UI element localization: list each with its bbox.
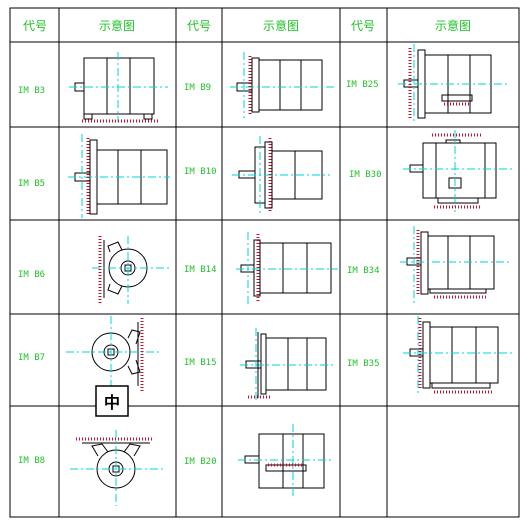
header-diagram-1: 示意图 — [99, 18, 135, 33]
diagram-im-b25 — [398, 44, 510, 124]
diagram-im-b9 — [230, 52, 336, 118]
code-label: IM B14 — [184, 265, 217, 275]
code-label: IM B15 — [184, 358, 217, 368]
center-mark-label: 中 — [104, 393, 120, 412]
diagram-im-b3 — [69, 52, 168, 123]
code-label: IM B30 — [349, 170, 382, 180]
diagram-im-b34 — [400, 226, 512, 304]
header-diagram-3: 示意图 — [435, 18, 471, 33]
header-diagram-2: 示意图 — [263, 18, 299, 33]
header-code-3: 代号 — [351, 19, 375, 33]
diagram-im-b6 — [92, 236, 172, 305]
code-label: IM B20 — [184, 457, 217, 467]
diagram-im-b35 — [403, 316, 512, 396]
diagram-im-b5 — [68, 134, 170, 218]
code-label: IM B10 — [184, 167, 217, 177]
diagram-im-b10 — [232, 136, 330, 214]
diagram-im-b8 — [70, 430, 164, 506]
code-label: IM B6 — [18, 270, 45, 280]
diagram-im-b30 — [403, 130, 512, 212]
diagram-im-b20 — [238, 424, 332, 498]
header-code-2: 代号 — [187, 19, 211, 33]
table-grid — [9, 7, 520, 518]
code-label: IM B8 — [18, 456, 45, 466]
code-labels: IM B3 IM B5 IM B6 IM B7 IM B8 IM B9 IM B… — [18, 80, 382, 467]
diagram-im-b14 — [236, 232, 338, 306]
header-row: 代号 示意图 代号 示意图 代号 示意图 — [23, 18, 471, 33]
code-label: IM B9 — [184, 83, 211, 93]
code-label: IM B34 — [347, 266, 380, 276]
diagram-im-b15 — [240, 328, 336, 402]
center-mark-box — [95, 385, 129, 417]
code-label: IM B25 — [346, 80, 379, 90]
diagram-im-b7: 中 — [66, 316, 160, 417]
code-label: IM B7 — [18, 353, 45, 363]
code-label: IM B35 — [347, 359, 380, 369]
code-label: IM B5 — [18, 179, 45, 189]
header-code-1: 代号 — [23, 19, 47, 33]
code-label: IM B3 — [18, 86, 45, 96]
